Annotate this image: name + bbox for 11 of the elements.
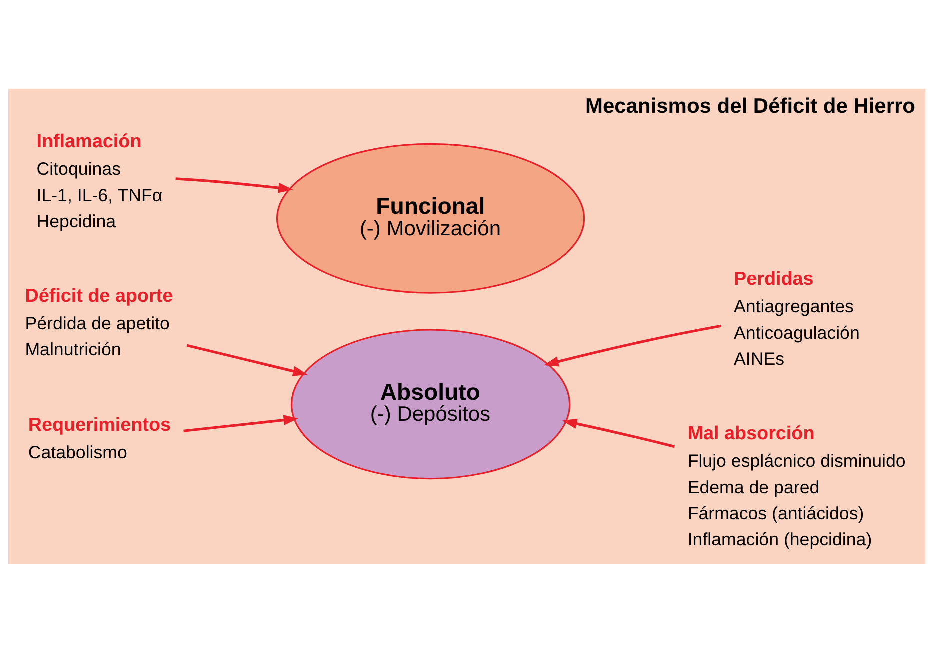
arrow (176, 178, 294, 194)
arrow (184, 415, 299, 432)
diagram-title: Mecanismos del Déficit de Hierro (585, 95, 916, 118)
arrow (544, 324, 722, 367)
node-text: Déficit de aporte Pérdida de apetito Malnutrición (25, 286, 174, 360)
node-text: Perdidas Antiagregantes Anticoagulación AINEs (734, 269, 860, 370)
node-text: Requerimientos Catabolismo (28, 415, 172, 463)
node-text: Mal absorción Flujo esplácnico disminuido Edema de pared Fármacos (antiácidos) Inflamación (hepcidina) (688, 424, 906, 550)
arrow (562, 418, 675, 448)
arrow (186, 344, 308, 376)
node-text: Inflamación Citoquinas IL-1, IL-6, TNFα Hepcidina (36, 132, 163, 232)
